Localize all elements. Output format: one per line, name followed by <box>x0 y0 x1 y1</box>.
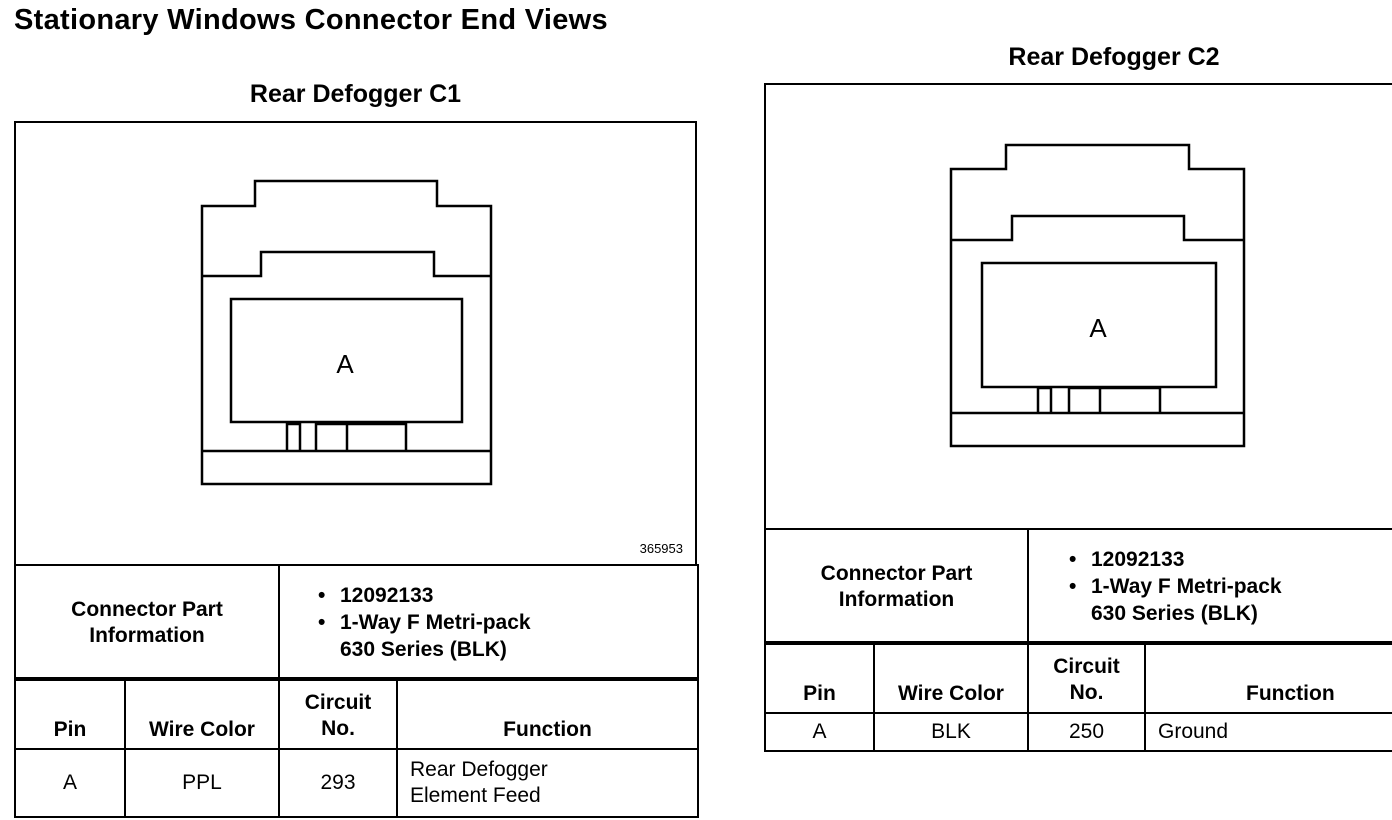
c2-row-wire-color: BLK <box>873 712 1029 752</box>
c2-cavity-label: A <box>1089 313 1107 343</box>
c1-row-pin: A <box>14 748 126 818</box>
c2-part-info-label: Connector Part Information <box>764 528 1029 645</box>
c2-header-row: Pin Wire Color Circuit No. Function <box>764 641 1392 714</box>
c1-row-wire-color: PPL <box>124 748 280 818</box>
c1-part-number: •12092133 <box>318 584 434 607</box>
c1-header-wire-color: Wire Color <box>124 677 280 750</box>
c2-row-circuit: 250 <box>1027 712 1146 752</box>
c1-figure-number: 365953 <box>639 541 683 556</box>
c2-row-pin: A <box>764 712 875 752</box>
c2-row-function: Ground <box>1144 712 1392 752</box>
c2-title: Rear Defogger C2 <box>1008 43 1220 71</box>
c1-title: Rear Defogger C1 <box>249 80 462 108</box>
c1-connector-end-view: A <box>200 179 493 486</box>
c2-part-info-table: Connector Part Information •12092133 •1-… <box>764 528 1392 645</box>
table-row: A BLK 250 Ground <box>764 712 1392 752</box>
c1-diagram-box: A 365953 <box>14 121 697 566</box>
c2-connector-end-view: A <box>949 143 1246 448</box>
c2-part-number: •12092133 <box>1069 548 1185 571</box>
c2-diagram-box: A <box>764 83 1392 530</box>
c1-pin-table: Pin Wire Color Circuit No. Function A PP… <box>14 677 699 818</box>
c1-header-circuit: Circuit No. <box>278 677 398 750</box>
table-row: A PPL 293 Rear Defogger Element Feed <box>14 748 699 818</box>
c2-header-circuit: Circuit No. <box>1027 641 1146 714</box>
page-title: Stationary Windows Connector End Views <box>14 4 608 36</box>
c1-header-row: Pin Wire Color Circuit No. Function <box>14 677 699 750</box>
c1-header-function: Function <box>396 677 699 750</box>
c2-header-function: Function <box>1144 641 1392 714</box>
c1-row-function: Rear Defogger Element Feed <box>396 748 699 818</box>
c1-part-info-table: Connector Part Information •12092133 •1-… <box>14 564 699 681</box>
c1-cavity-label: A <box>336 349 354 379</box>
c1-header-pin: Pin <box>14 677 126 750</box>
c2-header-wire-color: Wire Color <box>873 641 1029 714</box>
c2-header-pin: Pin <box>764 641 875 714</box>
c1-row-circuit: 293 <box>278 748 398 818</box>
c2-pin-table: Pin Wire Color Circuit No. Function A BL… <box>764 641 1392 752</box>
c1-part-info-label: Connector Part Information <box>14 564 280 681</box>
